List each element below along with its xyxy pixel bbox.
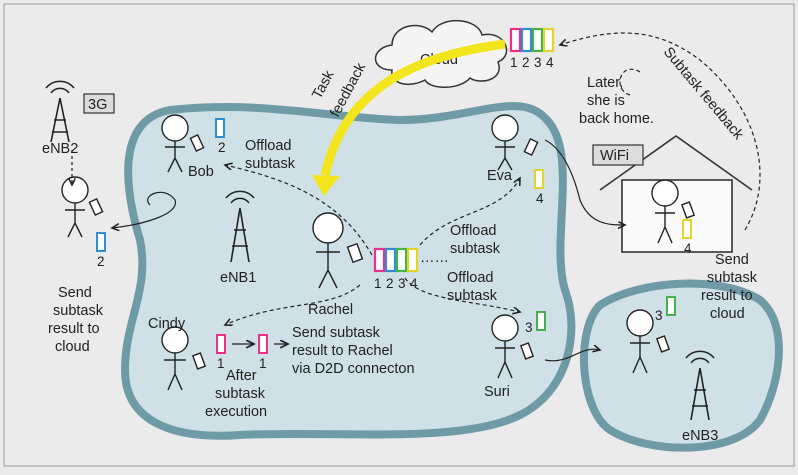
- enb1-tower-icon: [225, 190, 255, 263]
- cindy-subtask-box: [216, 334, 226, 354]
- enb2-label: eNB2: [42, 141, 78, 157]
- send-left-line1: Send: [58, 285, 92, 301]
- home-subtask-box: [682, 219, 692, 239]
- cloud-task-slots: [509, 27, 555, 53]
- send-right-line3: result to: [701, 288, 753, 304]
- cindy-task-number-a: 1: [217, 356, 225, 371]
- enb3-coverage-region: [580, 279, 783, 452]
- eva-label: Eva: [487, 168, 513, 184]
- enb2-user-figure: [61, 176, 104, 238]
- offload-bob-line2: subtask: [245, 156, 296, 172]
- offload-to-cindy-arrow: [225, 284, 361, 325]
- cloud-slot-2: 2: [522, 55, 530, 70]
- rachel-figure: [312, 212, 364, 289]
- suri-figure: [491, 314, 535, 379]
- cloud-slot-1: 1: [510, 55, 518, 70]
- rachel-slot-2: 2: [386, 276, 394, 291]
- enb2-user-task-number: 2: [97, 254, 105, 269]
- bob-subtask-box: [215, 118, 225, 138]
- wifi-label: WiFi: [600, 148, 629, 164]
- cloud-slot-4: 4: [546, 55, 554, 70]
- cloud-slot-3: 3: [534, 55, 542, 70]
- bob-to-enb2-move-arrow: [112, 191, 176, 228]
- enb2-user-subtask-box: [96, 232, 106, 252]
- enb3-user-figure: [626, 309, 671, 374]
- home-user-figure: [651, 179, 696, 244]
- offload-suri-line2: subtask: [447, 288, 498, 304]
- later-note-line3: back home.: [579, 111, 654, 127]
- offload-to-eva-arrow: [419, 178, 520, 246]
- rachel-slot-1: 1: [374, 276, 382, 291]
- offload-to-suri-arrow: [404, 277, 520, 312]
- send-right-line4: cloud: [710, 306, 745, 322]
- suri-task-number: 3: [525, 320, 533, 335]
- offload-eva-line2: subtask: [450, 241, 501, 257]
- suri-move-arrow: [544, 349, 600, 362]
- home-task-number: 4: [684, 241, 692, 256]
- offload-suri-line1: Offload: [447, 270, 494, 286]
- bob-task-number: 2: [218, 140, 226, 155]
- rachel-slot-4: 4: [410, 276, 418, 291]
- send-rachel-line3: via D2D connecton: [292, 361, 415, 377]
- bob-figure: [161, 114, 205, 173]
- rachel-slot-dots: ……: [420, 250, 449, 266]
- subtask-feedback-arrow: [560, 32, 761, 231]
- cindy-label: Cindy: [148, 316, 186, 332]
- send-right-line2: subtask: [707, 270, 758, 286]
- task-feedback-arrow: [320, 39, 506, 176]
- suri-label: Suri: [484, 384, 510, 400]
- later-note-line2: she is: [587, 93, 625, 109]
- task-feedback-line2: feedback: [327, 60, 369, 120]
- eva-go-home-arrow: [544, 139, 625, 225]
- enb3-user-subtask-box: [666, 296, 676, 316]
- enb2-tower-icon: [45, 80, 75, 143]
- offload-bob-line1: Offload: [245, 138, 292, 154]
- after-exec-line3: execution: [205, 404, 267, 420]
- task-feedback-arrowhead: [312, 175, 340, 196]
- cindy-result-box: [258, 334, 268, 354]
- after-exec-line2: subtask: [215, 386, 266, 402]
- send-left-line3: result to: [48, 321, 100, 337]
- task-feedback-line1: Task: [309, 67, 337, 101]
- send-left-line2: subtask: [53, 303, 104, 319]
- send-rachel-line1: Send subtask: [292, 325, 381, 341]
- cindy-task-number-b: 1: [259, 356, 267, 371]
- enb3-user-task-number: 3: [655, 308, 663, 323]
- suri-subtask-box: [536, 311, 546, 331]
- subtask-feedback-label: Subtask feedback: [660, 44, 747, 143]
- eva-figure: [491, 114, 539, 171]
- enb3-label: eNB3: [682, 428, 718, 444]
- offload-to-bob-arrow: [225, 165, 373, 256]
- rachel-label: Rachel: [308, 302, 353, 318]
- frame-border: [3, 3, 795, 467]
- wifi-box: [592, 144, 644, 166]
- enb3-tower-icon: [685, 350, 715, 421]
- subtask-feedback-loop: [619, 68, 641, 96]
- send-left-line4: cloud: [55, 339, 90, 355]
- send-right-line1: Send: [715, 252, 749, 268]
- bob-label: Bob: [188, 164, 214, 180]
- rachel-slot-3: 3: [398, 276, 406, 291]
- eva-subtask-box: [534, 169, 544, 189]
- send-rachel-line2: result to Rachel: [292, 343, 393, 359]
- cindy-figure: [161, 326, 207, 391]
- 3g-label: 3G: [88, 97, 107, 113]
- rachel-task-slots: [373, 247, 419, 273]
- eva-task-number: 4: [536, 191, 544, 206]
- enb1-coverage-region: [120, 102, 576, 440]
- offload-eva-line1: Offload: [450, 223, 497, 239]
- later-note-line1: Later,: [587, 75, 623, 91]
- enb1-label: eNB1: [220, 270, 256, 286]
- 3g-box: [83, 93, 115, 114]
- after-exec-line1: After: [226, 368, 257, 384]
